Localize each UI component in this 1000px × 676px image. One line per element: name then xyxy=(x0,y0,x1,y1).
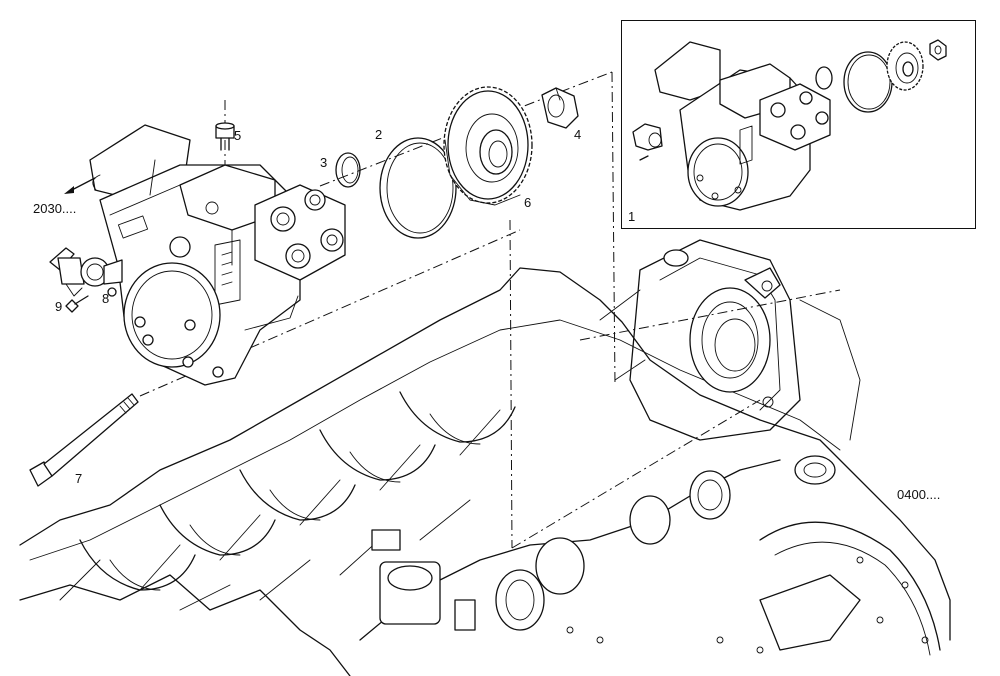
part-3-o-ring xyxy=(335,152,361,188)
callout-6: 6 xyxy=(524,195,532,210)
callout-3: 3 xyxy=(320,155,328,170)
callout-9: 9 xyxy=(55,299,63,314)
part-9-screw xyxy=(65,295,89,313)
part-6-gear xyxy=(443,86,533,206)
part-4-nut xyxy=(541,87,579,129)
callout-2: 2 xyxy=(375,127,383,142)
engine-block xyxy=(19,239,951,676)
inset-frame xyxy=(621,20,976,229)
callout-7: 7 xyxy=(75,471,83,486)
part-2-gasket xyxy=(379,137,457,239)
part-8-solenoid-valve xyxy=(49,247,123,297)
callout-4: 4 xyxy=(574,127,582,142)
callout-1: 1 xyxy=(628,209,636,224)
callout-8: 8 xyxy=(102,291,110,306)
inset-assembled-pump xyxy=(632,39,947,211)
reference-arrow-2030 xyxy=(64,177,96,194)
high-pressure-pump xyxy=(89,124,346,386)
part-5-bolt xyxy=(215,122,235,151)
reference-0400: 0400.... xyxy=(897,487,941,502)
reference-2030: 2030.... xyxy=(33,201,77,216)
part-7-long-bolt xyxy=(29,393,139,487)
callout-5: 5 xyxy=(234,128,242,143)
